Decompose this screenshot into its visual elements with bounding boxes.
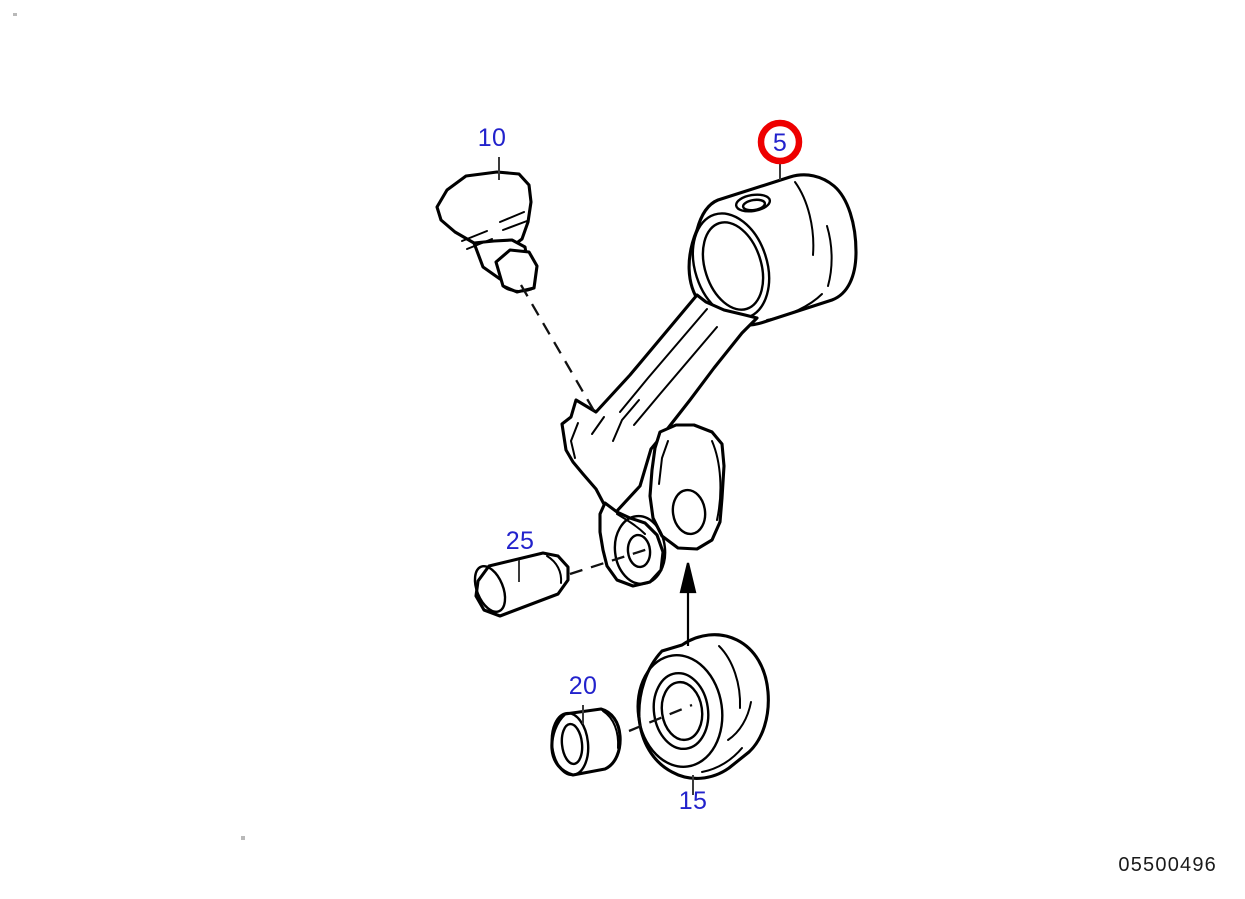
assembly-arrow-15-to-bracket xyxy=(679,562,697,646)
part-10-bump-stop xyxy=(435,170,539,294)
scan-artifact-top-left xyxy=(13,13,17,16)
assembly-line-25 xyxy=(569,547,649,576)
scan-artifact-lower-left xyxy=(241,836,245,840)
callout-label-10: 10 xyxy=(478,124,507,152)
part-25-pivot-pin xyxy=(473,551,570,618)
part-20-spacer-sleeve xyxy=(550,707,622,777)
callout-label-25: 25 xyxy=(506,527,535,555)
sheet-reference-number: 05500496 xyxy=(1118,854,1217,876)
callout-label-5: 5 xyxy=(773,129,787,157)
part-5-bushing-sleeve xyxy=(687,173,858,327)
assembly-line-10 xyxy=(520,284,598,417)
callout-label-15: 15 xyxy=(679,787,708,815)
part-15-mount-bush xyxy=(636,633,770,780)
callout-label-20: 20 xyxy=(569,672,598,700)
bracket-body xyxy=(560,293,759,588)
assembly-line-20 xyxy=(628,703,693,733)
callout-5-highlight-ring xyxy=(757,119,803,165)
